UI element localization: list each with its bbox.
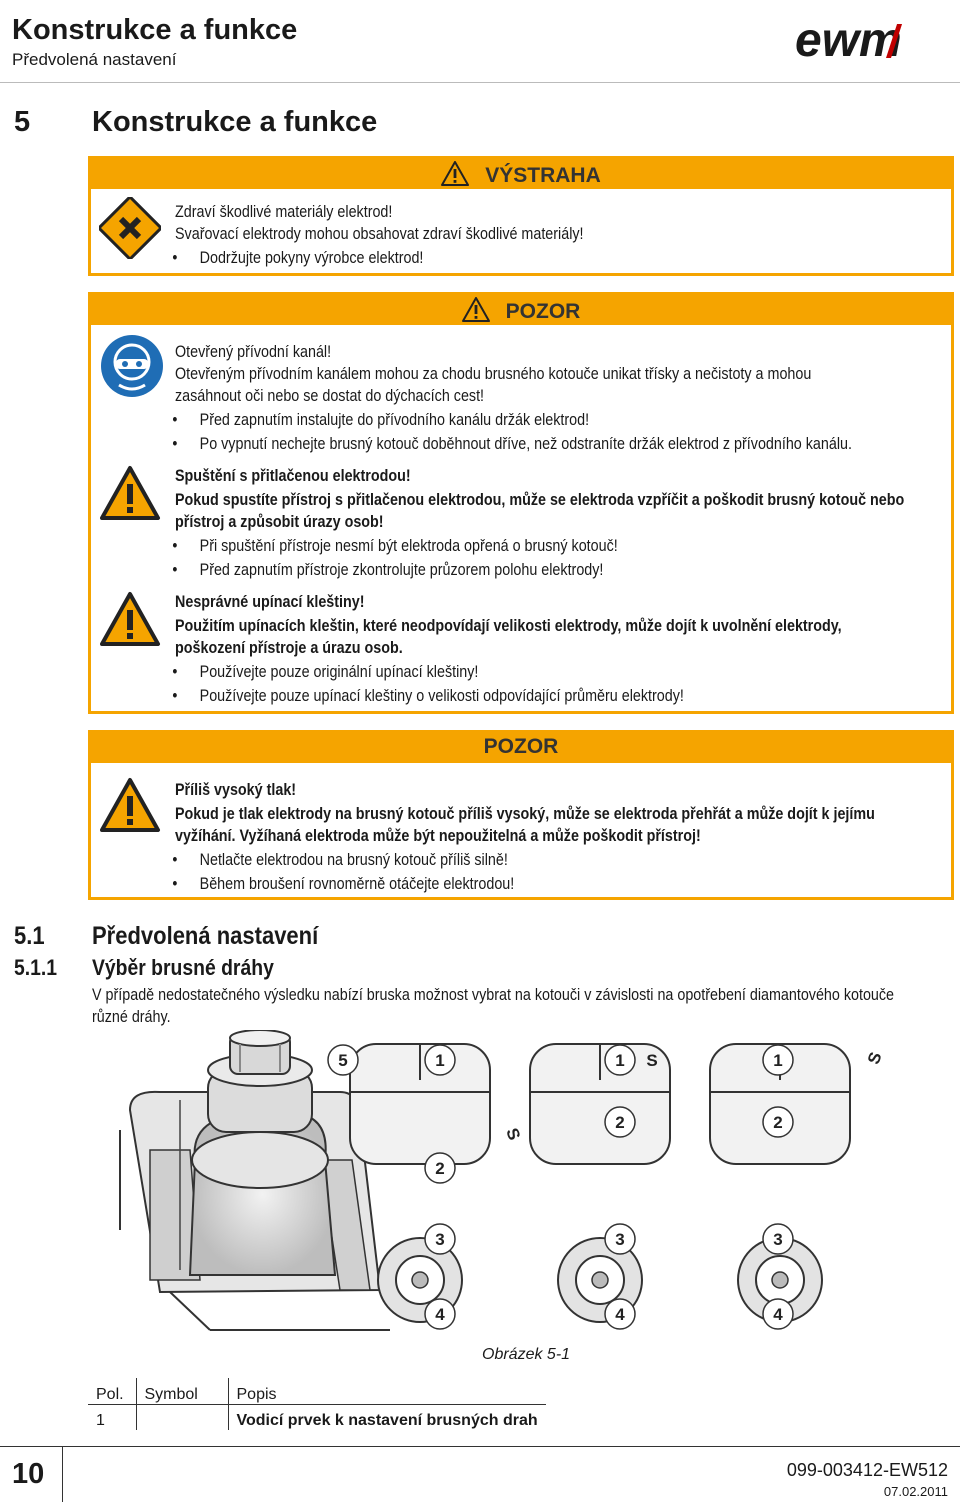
callout-label: 1 [615,1051,624,1070]
caution-box-bar [91,295,951,325]
page-number: 10 [12,1458,45,1490]
warning-box: VÝSTRAHA Zdraví škodlivé materiály elekt… [88,156,954,276]
footer-vertical-divider [62,1446,63,1502]
caution-line: vyžíhání. Vyžíhaná elektroda může být ne… [175,827,701,845]
subsubsection-number: 5.1.1 [14,955,58,980]
machine-illustration [119,1030,390,1331]
logo-text: ewm [795,18,902,62]
document-date: 07.02.2011 [883,1484,948,1499]
callout-label: 3 [773,1230,782,1249]
position-panel-1 [349,1043,491,1323]
caution-bullet: Používejte pouze originální upínací kleš… [172,661,478,683]
ewm-logo: ewm [795,14,941,67]
header-divider [0,82,960,83]
caution-line: Otevřeným přívodním kanálem mohou za cho… [175,365,812,383]
caution-line: poškození přístroje a úrazu osob. [175,639,403,657]
warning-triangle-icon [441,161,470,186]
general-warning-icon [100,778,160,832]
caution-bullet: Používejte pouze upínací kleštiny o veli… [172,685,684,707]
table-header-cell: Pol. [88,1378,137,1405]
table-header-cell: Symbol [136,1378,229,1405]
subsubsection-title: Výběr brusné dráhy [92,955,274,980]
warning-line: Svařovací elektrody mohou obsahovat zdra… [175,225,584,243]
table-header-cell: Popis [228,1378,546,1405]
subsection-number: 5.1 [14,922,45,950]
caution-line: Použitím upínacích kleštin, které neodpo… [175,617,842,635]
callout-label: 2 [435,1159,444,1178]
track-symbol: S [502,1126,524,1143]
callout-label: 1 [435,1051,444,1070]
section-title: Konstrukce a funkce [92,106,378,138]
table-cell: 1 [88,1404,137,1430]
caution-line: Příliš vysoký tlak! [175,781,297,799]
caution-line: Pokud je tlak elektrody na brusný kotouč… [175,805,875,823]
body-paragraph-line: různé dráhy. [92,1008,171,1026]
body-paragraph-line: V případě nedostatečného výsledku nabízí… [92,986,895,1004]
legend-table: Pol. Symbol Popis 1 Vodicí prvek k nasta… [88,1378,546,1430]
callout-label: 3 [435,1230,444,1249]
general-warning-icon [100,592,160,646]
caution-bullet: Před zapnutím instalujte do přívodního k… [172,409,589,431]
callout-label: 4 [773,1305,783,1324]
table-cell: Vodicí prvek k nastavení brusných drah [236,1412,538,1429]
caution-box: POZOR Příliš vysoký tlak! Pokud je tlak … [88,730,954,900]
figure-caption: Obrázek 5-1 [482,1346,571,1363]
caution-box: POZOR Otevřený přívodní kanál! Otevřeným… [88,292,954,714]
caution-line: Pokud spustíte přístroj s přitlačenou el… [175,491,905,509]
caution-bullet: Během broušení rovnoměrně otáčejte elekt… [172,873,514,895]
caution-box-title: POZOR [91,297,951,324]
caution-line: Spuštění s přitlačenou elektrodou! [175,467,411,485]
warning-box-bar [91,159,951,189]
warning-line: Zdraví škodlivé materiály elektrod! [175,203,393,221]
document-id: 099-003412-EW512 [786,1460,948,1480]
harmful-substance-icon [99,197,161,259]
callout-label: 3 [615,1230,624,1249]
callout-label: 4 [615,1305,625,1324]
callout-label: 5 [338,1051,347,1070]
section-number: 5 [14,106,31,138]
callout-label: 2 [773,1113,782,1132]
warning-box-title-text: VÝSTRAHA [485,164,601,187]
subsection-title: Předvolená nastavení [92,922,319,950]
footer-divider [0,1446,960,1447]
caution-box-title: POZOR [483,735,559,758]
caution-bullet: Před zapnutím přístroje zkontrolujte prů… [172,559,603,581]
caution-bullet: Netlačte elektrodou na brusný kotouč pří… [172,849,508,871]
caution-line: Nesprávné upínací kleštiny! [175,593,365,611]
caution-bullet: Při spuštění přístroje nesmí být elektro… [172,535,618,557]
position-panel-2 [529,1043,671,1323]
eye-protection-icon [101,335,163,397]
position-panel-3 [709,1043,851,1323]
caution-line: přístroj a způsobit úrazy osob! [175,513,384,531]
grinding-track-figure: 5 1 2 3 4 1 2 3 4 1 2 3 4 S S S [119,1030,886,1331]
caution-line: zasáhnout oči nebo se dostat do dýchacíc… [175,387,485,405]
running-header-subtitle: Předvolená nastavení [12,50,177,69]
warning-box-title: VÝSTRAHA [91,161,951,188]
callout-label: 2 [615,1113,624,1132]
running-header-title: Konstrukce a funkce [12,14,298,46]
caution-bullet: Po vypnutí nechejte brusný kotouč doběhn… [172,433,852,455]
table-row: 1 Vodicí prvek k nastavení brusných drah [88,1404,546,1430]
caution-box-bar [91,733,951,763]
warning-triangle-icon [461,297,490,322]
callout-label: 4 [435,1305,445,1324]
warning-bullet: Dodržujte pokyny výrobce elektrod! [172,247,423,269]
callout-label: 1 [773,1051,782,1070]
caution-box-title-text: POZOR [505,300,581,323]
track-symbol: S [864,1050,886,1067]
track-symbol: S [646,1051,657,1070]
table-header-row: Pol. Symbol Popis [88,1378,546,1405]
general-warning-icon [100,466,160,520]
table-cell [136,1404,229,1430]
caution-line: Otevřený přívodní kanál! [175,343,332,361]
